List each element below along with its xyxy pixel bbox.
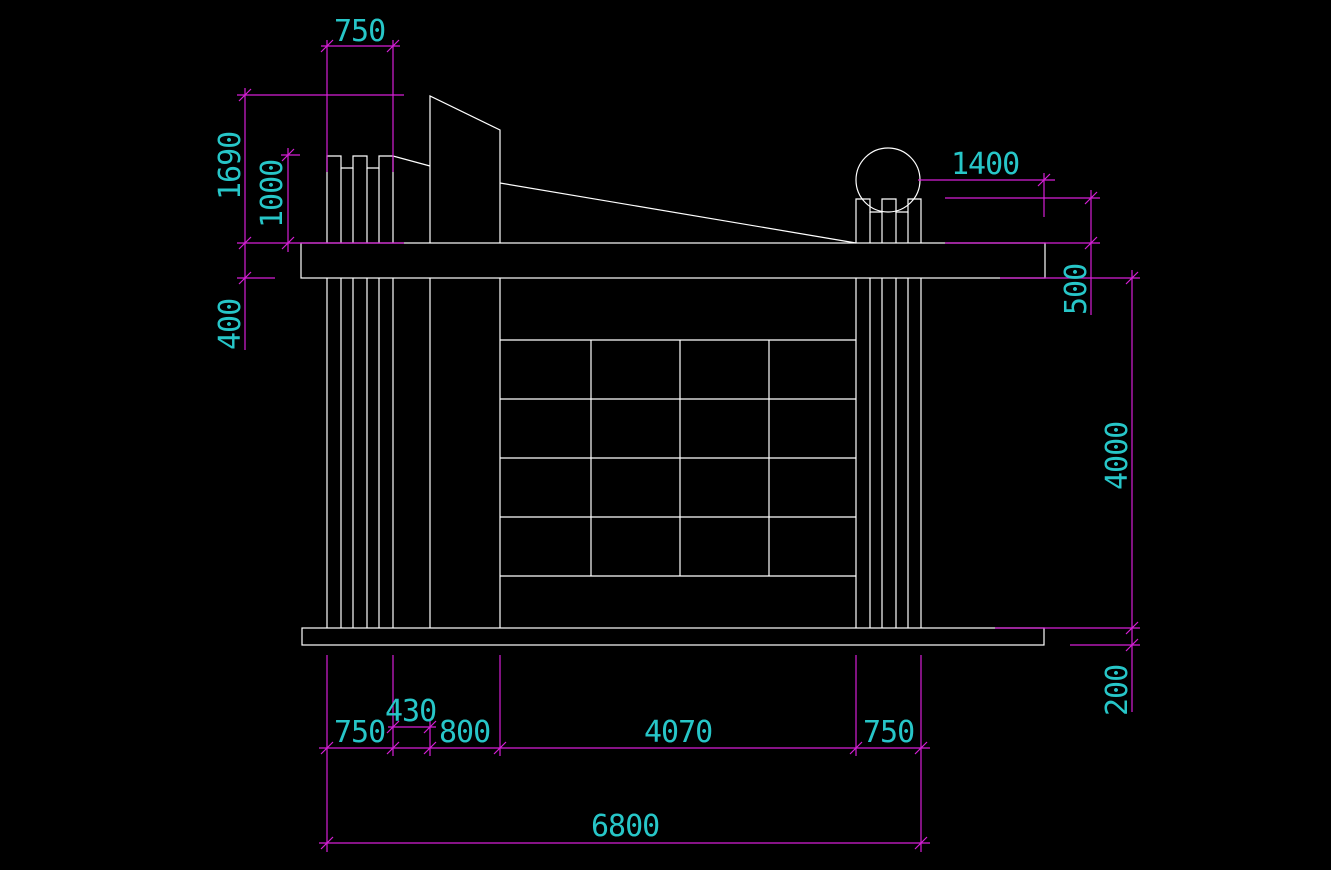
right-column-lines xyxy=(855,278,922,628)
dim-label-bottom-750-left: 750 xyxy=(334,715,385,750)
dim-label-1690: 1690 xyxy=(213,132,248,200)
facade-panel-grid xyxy=(500,339,856,577)
dim-label-top-750: 750 xyxy=(334,14,385,49)
dim-label-800: 800 xyxy=(439,715,490,750)
angled-fin xyxy=(429,95,501,243)
dim-label-500: 500 xyxy=(1059,264,1094,315)
dim-label-6800: 6800 xyxy=(591,809,659,844)
dim-label-4000: 4000 xyxy=(1100,422,1135,490)
dimension-lines xyxy=(237,39,1140,852)
left-column-lines xyxy=(326,278,501,628)
left-parapet xyxy=(326,155,431,243)
dim-label-430: 430 xyxy=(385,694,436,729)
dim-label-1400: 1400 xyxy=(951,147,1019,182)
right-pedestal xyxy=(855,198,922,243)
building-elevation xyxy=(300,95,1046,646)
base-plinth xyxy=(301,627,1045,646)
dimension-labels: 750 1690 1000 400 1400 500 4000 200 750 … xyxy=(213,14,1135,844)
dim-label-1000: 1000 xyxy=(255,160,290,228)
roof-slab xyxy=(300,242,1046,279)
dim-label-4070: 4070 xyxy=(644,715,712,750)
sloped-roof-line xyxy=(499,182,857,244)
dim-label-bottom-750-right: 750 xyxy=(863,715,914,750)
dim-label-400: 400 xyxy=(213,299,248,350)
dim-label-200: 200 xyxy=(1100,665,1135,716)
